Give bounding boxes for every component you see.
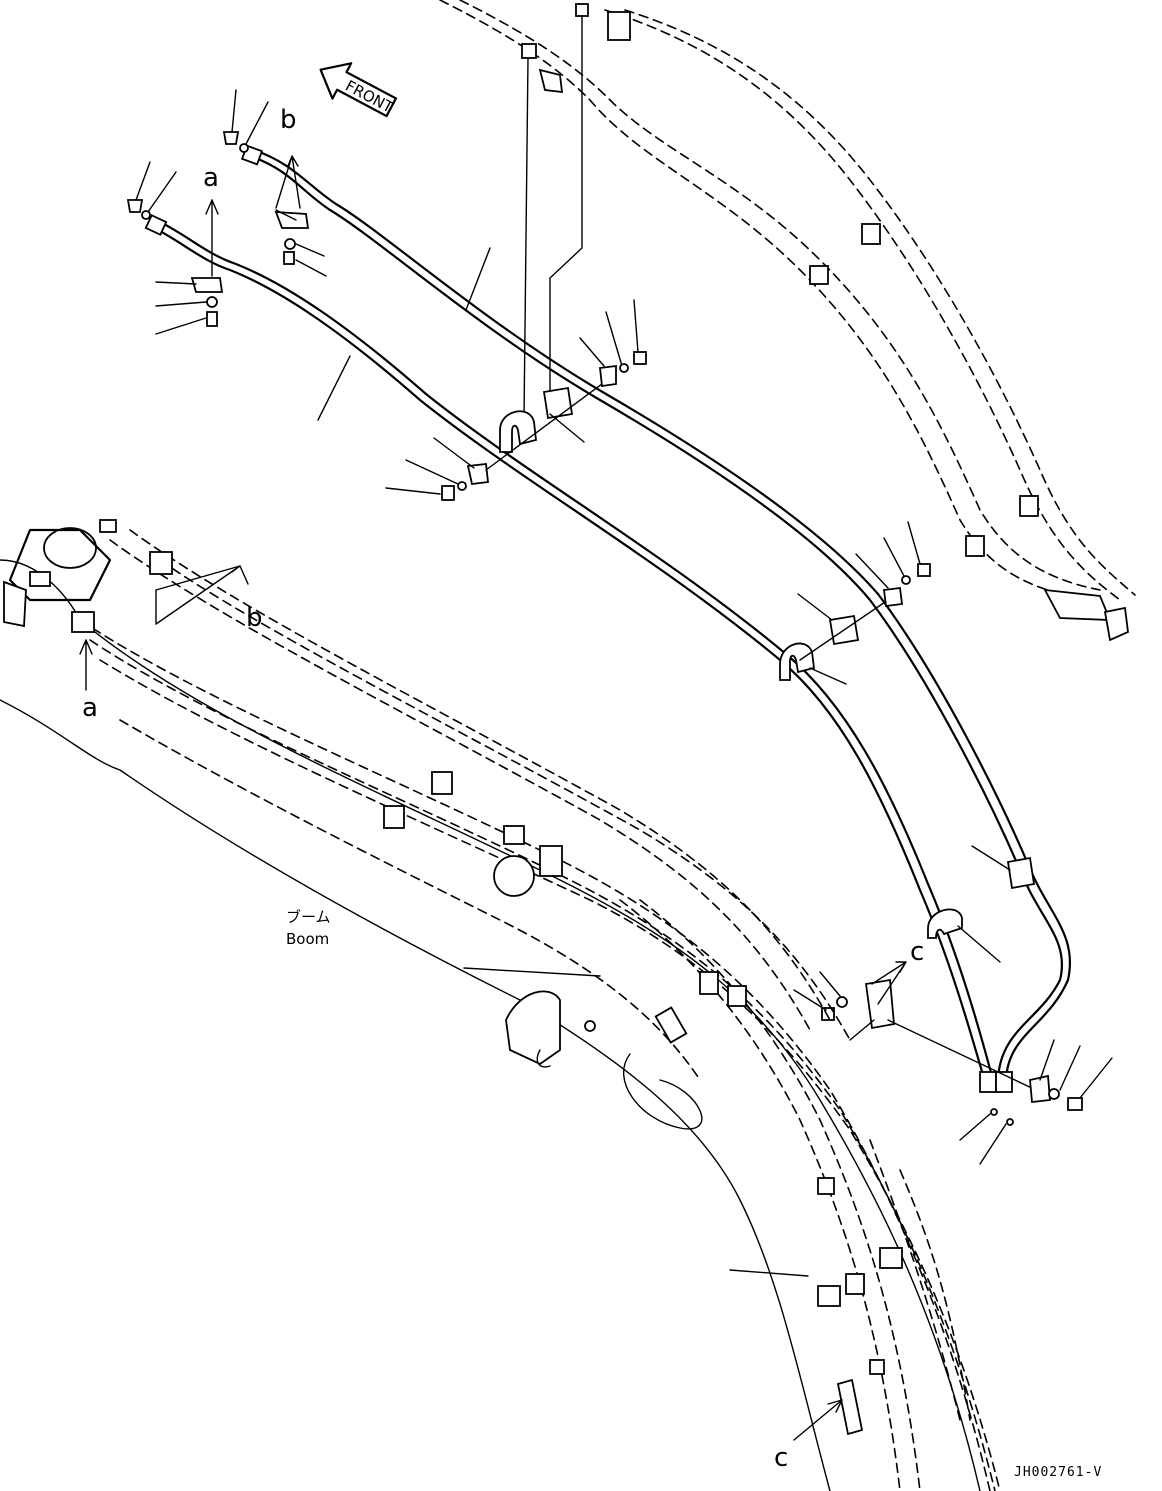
label-c-bracket: c <box>871 937 924 1005</box>
clamp-block-3 <box>1006 856 1036 890</box>
upper-elbow-fitting <box>1103 606 1129 642</box>
bolt-a <box>206 311 218 327</box>
upper-clamp-5 <box>965 535 985 557</box>
label-b-top: b <box>275 105 301 209</box>
label-c-bracket-text: c <box>910 937 924 967</box>
leader-top-clamp-a <box>523 57 529 419</box>
steel-tube-lower <box>144 214 995 1084</box>
upper-end-fitting <box>1043 588 1112 621</box>
boom-label-jp: ブーム <box>286 908 331 926</box>
front-arrow: FRONT <box>319 62 398 118</box>
cylinder-clamp <box>503 825 525 845</box>
cap-a <box>126 199 144 213</box>
clamp-plate-4 <box>1029 1074 1051 1103</box>
washer-a <box>141 210 151 220</box>
clamp-group-right <box>779 521 931 685</box>
top-small-clamp-2 <box>575 3 589 17</box>
clamp-plate-1 <box>466 463 489 485</box>
bolt-b <box>283 251 295 265</box>
label-a-boom: a <box>79 639 98 723</box>
upper-clamp-4 <box>1019 495 1039 517</box>
leader-lower-tube <box>317 355 351 421</box>
washer-b <box>239 143 249 153</box>
work-light-housing <box>505 990 561 1066</box>
label-a-top-text: a <box>203 163 219 193</box>
washer-lower-2 <box>990 1108 998 1116</box>
plate-b <box>274 211 310 229</box>
top-small-clamp <box>521 43 537 59</box>
washer-b2 <box>284 238 296 250</box>
boom-foot-pin <box>43 527 97 569</box>
boom-curve-clamp-2 <box>699 971 719 995</box>
clamp-group-mid <box>385 299 647 501</box>
front-arrow-text: FRONT <box>342 77 396 117</box>
label-c-boom-text: c <box>774 1443 788 1473</box>
washer-right-1 <box>901 575 911 585</box>
steel-tube-upper <box>240 144 1071 1082</box>
clamp-block-1 <box>542 386 574 420</box>
label-b-boom: b <box>155 565 263 633</box>
cap-b <box>222 131 240 145</box>
label-b-top-text: b <box>280 105 297 135</box>
upper-clamp-3 <box>809 265 829 285</box>
cylinder-fitting <box>539 845 563 877</box>
bolt-mid-2 <box>633 351 647 365</box>
boom-curve-clamp-8 <box>869 1359 885 1375</box>
clamp-saddle-3 <box>927 908 963 939</box>
lower-tube-end-fitting <box>144 214 168 236</box>
boom-curve-clamp-1 <box>654 1006 688 1044</box>
bracket-c <box>864 978 895 1030</box>
boom-curve-clamp-5 <box>879 1247 903 1269</box>
clamp-plate-2 <box>599 364 617 388</box>
washer-mid-2 <box>619 363 629 373</box>
washer-mid-1 <box>457 481 467 491</box>
upper-clamp-2 <box>861 223 881 245</box>
label-c-boom: c <box>774 1399 843 1473</box>
top-fitting <box>538 68 564 94</box>
washer-c <box>836 996 848 1008</box>
bolt-right-1 <box>917 563 931 577</box>
label-b-boom-text: b <box>246 603 263 633</box>
washer-lower-1 <box>1048 1088 1060 1100</box>
boom-bracket-c <box>836 1378 864 1436</box>
boom-clamp-2 <box>383 805 405 829</box>
boom-assembly: ブーム Boom <box>0 519 1001 1491</box>
existing-hose-route <box>439 0 1136 642</box>
label-a-boom-text: a <box>82 693 98 723</box>
boom-nut <box>584 1020 596 1032</box>
plate-a <box>190 277 224 293</box>
boom-curve-clamp-7 <box>845 1273 865 1295</box>
hardware-top-left <box>126 89 327 335</box>
clamp-plate-3 <box>882 586 904 608</box>
foot-bracket <box>3 580 27 628</box>
cylinder-head <box>493 855 535 897</box>
boom-curve-clamp-4 <box>817 1177 835 1195</box>
leader-upper-tube <box>465 247 491 311</box>
washer-lower-3 <box>1006 1118 1014 1126</box>
boom-curve-clamp-3 <box>727 985 747 1007</box>
drawing-number: JH002761-V <box>1014 1465 1102 1480</box>
foot-small-fitting <box>99 519 117 533</box>
leader-top-clamp-b <box>549 15 583 399</box>
bolt-mid-1 <box>441 485 455 501</box>
foot-clamp-a <box>71 611 95 633</box>
boom-label-en: Boom <box>286 930 329 948</box>
clamp-saddle-1 <box>499 410 537 453</box>
foot-fitting <box>29 571 51 587</box>
washer-a2 <box>206 296 218 308</box>
label-a-top: a <box>203 163 219 277</box>
clamp-saddle-2 <box>779 642 815 681</box>
boom-clamp-1 <box>431 771 453 795</box>
clamp-group-lower <box>793 845 1113 1165</box>
upper-clamp-1 <box>607 11 631 41</box>
foot-clamp-b <box>149 551 173 575</box>
lower-tube-bottom-fitting <box>979 1071 997 1093</box>
bolt-lower-1 <box>1067 1097 1083 1111</box>
boom-curve-clamp-6 <box>817 1285 841 1307</box>
